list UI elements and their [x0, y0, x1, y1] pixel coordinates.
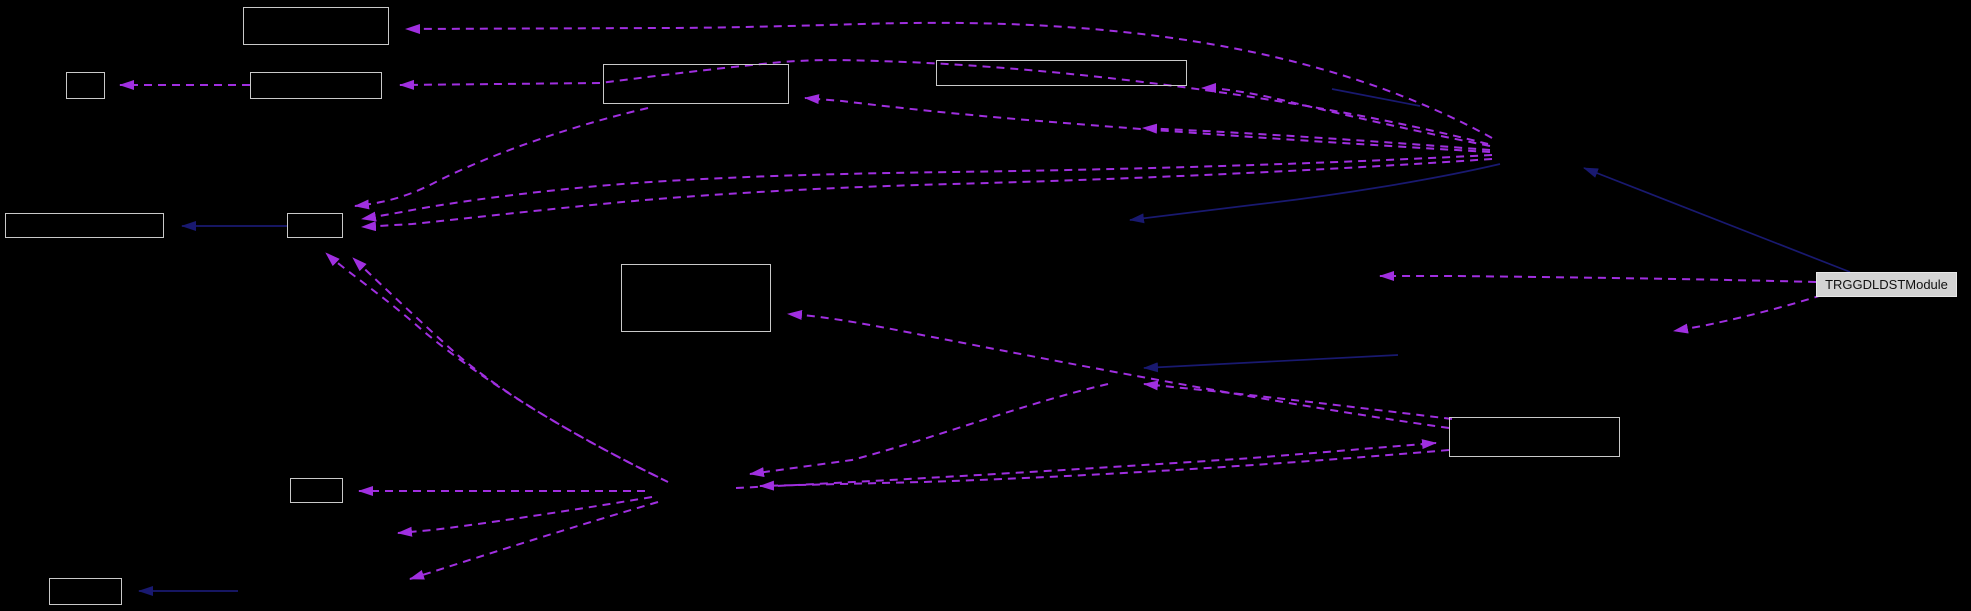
edge-dashed-19 [1379, 271, 1817, 283]
edge-dashed-20 [1673, 294, 1823, 334]
node-wide-top[interactable] [936, 60, 1187, 86]
edge-dashed-7 [361, 158, 1493, 232]
edge-dashed-4 [804, 94, 1491, 153]
node-trggdldstmodule[interactable]: TRGGDLDSTModule [1816, 272, 1957, 297]
node-trggdldstmodule-label: TRGGDLDSTModule [1825, 277, 1948, 292]
edge-solid-22 [1583, 167, 1851, 273]
edge-dashed-15 [1143, 380, 1453, 420]
node-mid-left[interactable] [250, 72, 382, 99]
edge-dashed-8 [354, 107, 649, 210]
node-bottom-left[interactable] [49, 578, 122, 605]
edge-dashed-17 [749, 383, 1109, 478]
edge-solid-23 [1129, 163, 1501, 224]
node-small-bottom[interactable] [290, 478, 343, 503]
edge-dashed-9 [325, 252, 659, 478]
edge-dashed-3 [1142, 123, 1491, 151]
edge-dashed-5 [1201, 83, 1491, 147]
edge-dashed-10 [352, 257, 669, 483]
edge-dashed-12 [397, 496, 653, 537]
node-center-big[interactable] [621, 264, 771, 332]
edge-dashed-14 [735, 439, 1437, 489]
edge-dashed-16 [787, 310, 1450, 429]
edge-dashed-2 [399, 59, 1489, 145]
edges-group [119, 21, 1851, 596]
edge-dashed-13 [409, 501, 659, 580]
node-right-bar[interactable] [1449, 417, 1620, 457]
node-small-left[interactable] [66, 72, 105, 99]
edge-dashed-18 [759, 449, 1450, 491]
node-center-top[interactable] [603, 64, 789, 104]
edge-dashed-0 [405, 21, 1493, 139]
node-hub-small[interactable] [287, 213, 343, 238]
node-top-left[interactable] [243, 7, 389, 45]
node-left-bar[interactable] [5, 213, 164, 238]
edge-solid-26 [1331, 88, 1421, 107]
edge-solid-24 [1143, 354, 1399, 373]
edge-dashed-6 [361, 154, 1493, 222]
